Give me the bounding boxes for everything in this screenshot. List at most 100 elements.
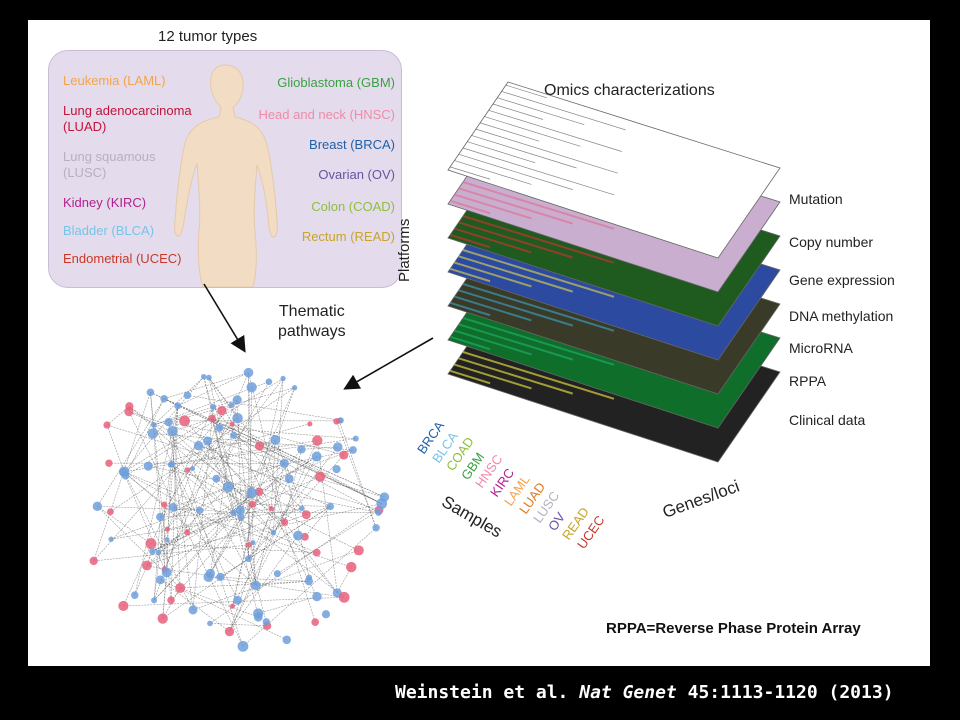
network-edge [208,377,233,425]
network-edge [123,406,214,607]
network-edge [284,521,338,594]
network-edge [233,435,318,597]
layer-texture [462,317,615,366]
layer-texture [501,91,626,131]
layer-texture [497,97,585,126]
network-node [207,620,213,627]
network-edge [248,387,252,559]
layer-texture [458,357,574,395]
network-edge [187,395,341,421]
network-edge [316,440,338,593]
network-edge [150,392,165,570]
network-node [232,395,242,405]
layer-texture [484,116,581,147]
network-node [297,445,306,454]
network-node [235,505,245,515]
network-node [210,403,217,410]
network-edge [210,516,242,574]
network-node [237,640,249,652]
tumor-label: Colon (COAD) [311,199,395,214]
network-node [248,500,256,508]
network-node [332,465,341,474]
network-node [167,596,175,605]
network-node [352,435,359,442]
network-edge [170,464,221,578]
network-node [184,529,191,536]
layer-texture [454,363,532,390]
network-edge [192,468,257,586]
network-edge [180,587,259,618]
network-edge [172,431,188,533]
tumor-label: Endometrial (UCEC) [63,251,182,266]
network-node [118,600,129,612]
network-node [345,561,357,573]
network-node [353,545,364,556]
network-node [217,405,227,416]
tumor-types-box: Leukemia (LAML)Lung adenocarcinoma (LUAD… [48,50,402,288]
layer-texture [449,301,491,317]
network-node [155,549,162,556]
layer-texture [454,160,532,185]
network-edge [252,542,257,586]
network-edge [212,418,344,456]
network-edge [160,512,234,518]
arrows [203,283,434,390]
tumor-label: Glioblastoma (GBM) [277,75,395,90]
network-edge [124,471,317,553]
network-edge [237,418,257,586]
network-node [312,435,323,446]
network-node [301,510,311,520]
network-node [145,538,157,550]
network-edge [172,506,352,568]
network-node [179,415,190,427]
network-node [228,402,235,409]
network-edge [123,471,194,611]
network-node [279,458,289,468]
network-node [195,506,204,514]
network-node [124,407,134,417]
network-edge [170,449,302,601]
citation: Weinstein et al. Nat Genet 45:1113-1120 … [395,682,894,703]
network-edge [192,550,359,611]
pathway-network [89,367,390,652]
network-edge [207,440,234,513]
network-node [246,487,258,499]
layer-texture [505,84,547,99]
network-node [224,626,235,637]
network-edge [148,423,310,467]
network-edge [207,440,338,594]
network-node [151,422,157,428]
network-node [174,402,182,410]
network-edge [97,398,165,507]
network-node [268,505,274,512]
network-edge [93,404,232,562]
network-edge [110,387,295,512]
network-edge [160,579,287,641]
network-edge [208,377,260,447]
network-edge [211,418,234,513]
network-node [190,466,196,472]
layer-texture [449,369,491,385]
network-node [203,436,213,446]
network-node [121,472,130,480]
citation-journal: Nat Genet [579,682,677,703]
layer-texture [449,335,491,351]
network-node [311,618,320,626]
layer-texture [480,122,540,142]
network-node [254,441,265,451]
network-edge [258,491,307,515]
network-edge [207,440,260,447]
layer-texture [488,109,622,152]
network-edge [97,506,152,544]
network-edge [207,440,241,511]
network-edge [123,471,165,505]
network-edge [146,508,302,566]
tumor-label: Rectum (READ) [301,229,395,244]
network-node [312,591,322,602]
network-node [167,426,178,437]
network-edge [229,440,318,632]
network-node [270,529,277,536]
layer-texture [458,187,574,225]
network-node [205,374,212,381]
layer-texture [454,227,532,254]
